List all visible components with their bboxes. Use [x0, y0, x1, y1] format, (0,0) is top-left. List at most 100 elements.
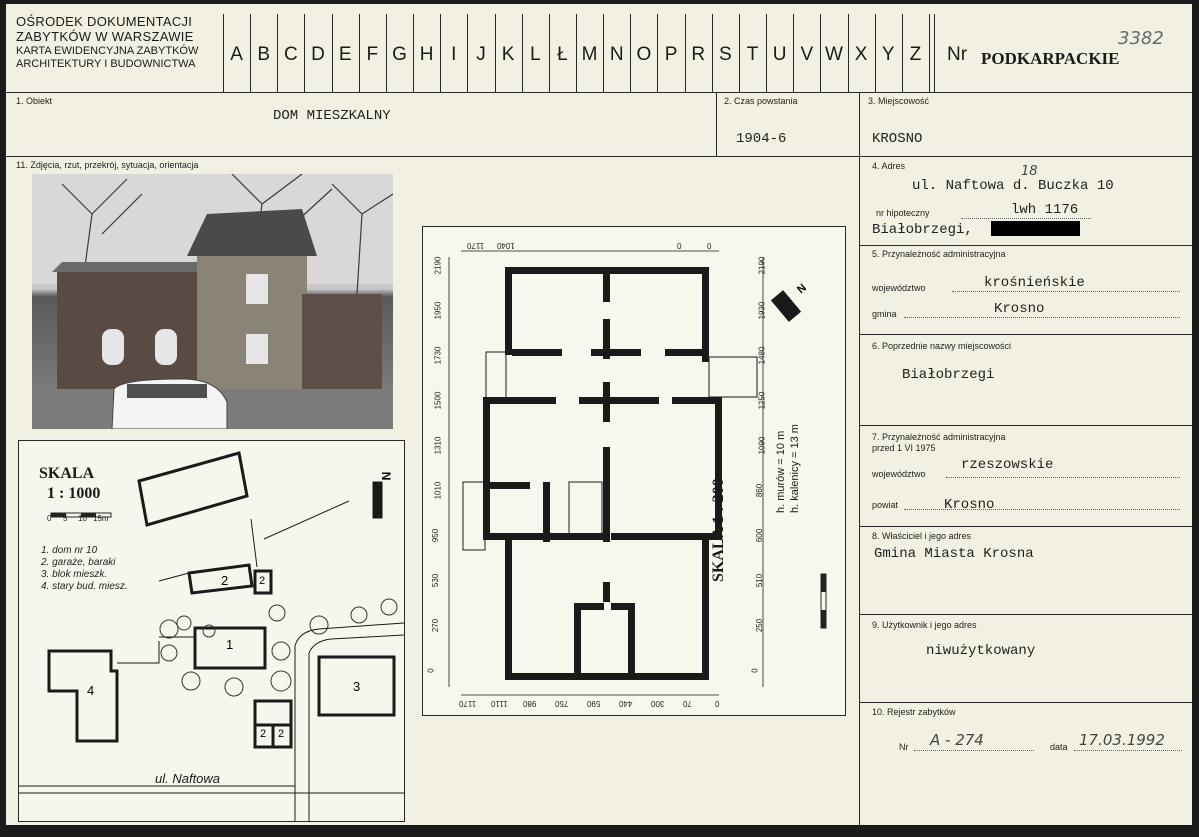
site-skala-value: 1 : 1000	[47, 485, 101, 502]
site-tick-0: 0	[47, 514, 52, 523]
site-skala-label: SKALA	[39, 465, 95, 482]
field4-label: 4. Adres	[872, 161, 906, 171]
alphabet-divider	[250, 14, 252, 92]
building-label-2a: 2	[221, 573, 229, 588]
woj7-value: rzeszowskie	[961, 457, 1054, 473]
alphabet-letter: D	[311, 44, 325, 65]
org-line2: ZABYTKÓW W WARSZAWIE	[16, 29, 194, 44]
building-label-3: 3	[353, 679, 361, 694]
alphabet-divider	[738, 14, 740, 92]
pow7-label: powiat	[872, 500, 899, 510]
field1-value: DOM MIESZKALNY	[273, 108, 391, 124]
alphabet-letter: U	[772, 44, 787, 65]
alphabet-letter: O	[636, 44, 652, 65]
alphabet-letter: W	[824, 44, 843, 65]
alphabet-divider	[820, 14, 822, 92]
dimension-label: 590	[587, 699, 601, 708]
alphabet-letter: T	[746, 44, 759, 65]
building-label-2b: 2	[259, 575, 266, 587]
alphabet-letter: X	[854, 44, 868, 65]
fp-height-kalenicy: h. kalenicy = 13 m	[789, 424, 801, 513]
dimension-label: 530	[431, 573, 441, 588]
alphabet-divider	[657, 14, 659, 92]
building-label-4: 4	[87, 683, 95, 698]
dimension-label: 950	[431, 528, 441, 543]
field6-label: 6. Poprzednie nazwy miejscowości	[872, 341, 1012, 351]
fp-heights: h. murów = 10 m h. kalenicy = 13 m	[771, 377, 801, 527]
alphabet-divider	[304, 14, 306, 92]
alphabet-letter: E	[338, 44, 352, 65]
alphabet-divider	[413, 14, 415, 92]
hip-label: nr hipoteczny	[876, 208, 930, 218]
alphabet-divider	[576, 14, 577, 92]
field6-value: Białobrzegi	[902, 367, 995, 383]
hip-place: Białobrzegi,	[872, 222, 973, 238]
field2-value: 1904-6	[736, 131, 787, 147]
alphabet-letter: A	[230, 44, 243, 65]
redaction-bar	[991, 221, 1080, 236]
dimension-label: 1250	[757, 391, 767, 410]
house-photo	[32, 174, 393, 429]
dimension-label: 1010	[433, 481, 443, 500]
alphabet-letter: K	[501, 44, 515, 65]
alphabet-divider	[874, 14, 876, 92]
dimension-label: 70	[683, 699, 692, 708]
legend-item-3: 3. blok mieszk.	[41, 569, 108, 580]
field8-label: 8. Właściciel i jego adres	[872, 531, 972, 541]
floor-plan-drawing	[448, 250, 764, 696]
house-photo-drawing	[32, 174, 393, 429]
building-label-1: 1	[226, 637, 234, 652]
fp-scale-bar	[820, 573, 827, 629]
alphabet-letter: J	[476, 44, 486, 65]
header-org: OŚRODEK DOKUMENTACJI ZABYTKÓW W WARSZAWI…	[16, 14, 226, 71]
woj5-value: krośnieńskie	[984, 275, 1085, 291]
dimension-label: 1500	[433, 391, 443, 410]
alphabet-letter: G	[392, 44, 407, 65]
alphabet-divider	[494, 14, 496, 92]
dimension-label: 1110	[491, 699, 508, 708]
gmina5-label: gmina	[872, 309, 897, 319]
alphabet-letter: L	[529, 44, 541, 65]
address-hand-note: 18	[1021, 164, 1038, 179]
street-label: ul. Naftowa	[155, 771, 221, 786]
field10-label: 10. Rejestr zabytków	[872, 707, 956, 717]
hip-value: lwh 1176	[1011, 202, 1079, 218]
nr-value: PODKARPACKIE	[981, 49, 1120, 68]
site-north: N	[379, 471, 394, 481]
alphabet-divider	[440, 14, 442, 92]
dimension-label: 600	[755, 528, 765, 543]
alphabet-divider	[277, 14, 279, 92]
registry-card: OŚRODEK DOKUMENTACJI ZABYTKÓW W WARSZAWI…	[6, 4, 1192, 825]
alphabet-divider	[847, 14, 849, 92]
org-line1: OŚRODEK DOKUMENTACJI	[16, 14, 193, 29]
field1-label: 1. Obiekt	[16, 96, 53, 106]
building-label-2c: 2	[260, 728, 267, 740]
dimension-label: 1170	[467, 241, 485, 250]
field9-value: niwużytkowany	[926, 643, 1036, 659]
alphabet-divider	[684, 14, 686, 92]
alphabet-letter: V	[800, 44, 814, 65]
alphabet-divider	[385, 14, 387, 92]
dimension-label: 300	[651, 699, 665, 708]
alphabet-divider	[766, 14, 768, 92]
dimension-label: 1040	[497, 241, 515, 250]
site-tick-2: 10	[78, 514, 87, 523]
dimension-label: 980	[523, 699, 537, 708]
alphabet-letter: C	[284, 44, 298, 65]
alphabet-letter: H	[419, 44, 434, 65]
building-label-2d: 2	[278, 728, 285, 740]
alphabet-divider	[467, 14, 469, 92]
alphabet-letter: B	[257, 44, 271, 65]
nr-label: Nr	[947, 44, 968, 65]
gmina5-value: Krosno	[994, 301, 1045, 317]
reg-nr-value: A - 274	[930, 731, 984, 749]
reg-nr-label: Nr	[899, 742, 909, 752]
field2-label: 2. Czas powstania	[724, 96, 798, 106]
address-value: ul. Naftowa d. Buczka 10	[912, 178, 1114, 194]
legend-item-1: 1. dom nr 10	[41, 545, 98, 556]
site-scale-bar	[50, 512, 112, 518]
fp-skala: SKALA 1 : 200	[710, 478, 727, 582]
site-tick-3: 15m	[93, 514, 109, 523]
reg-data-label: data	[1050, 742, 1068, 752]
